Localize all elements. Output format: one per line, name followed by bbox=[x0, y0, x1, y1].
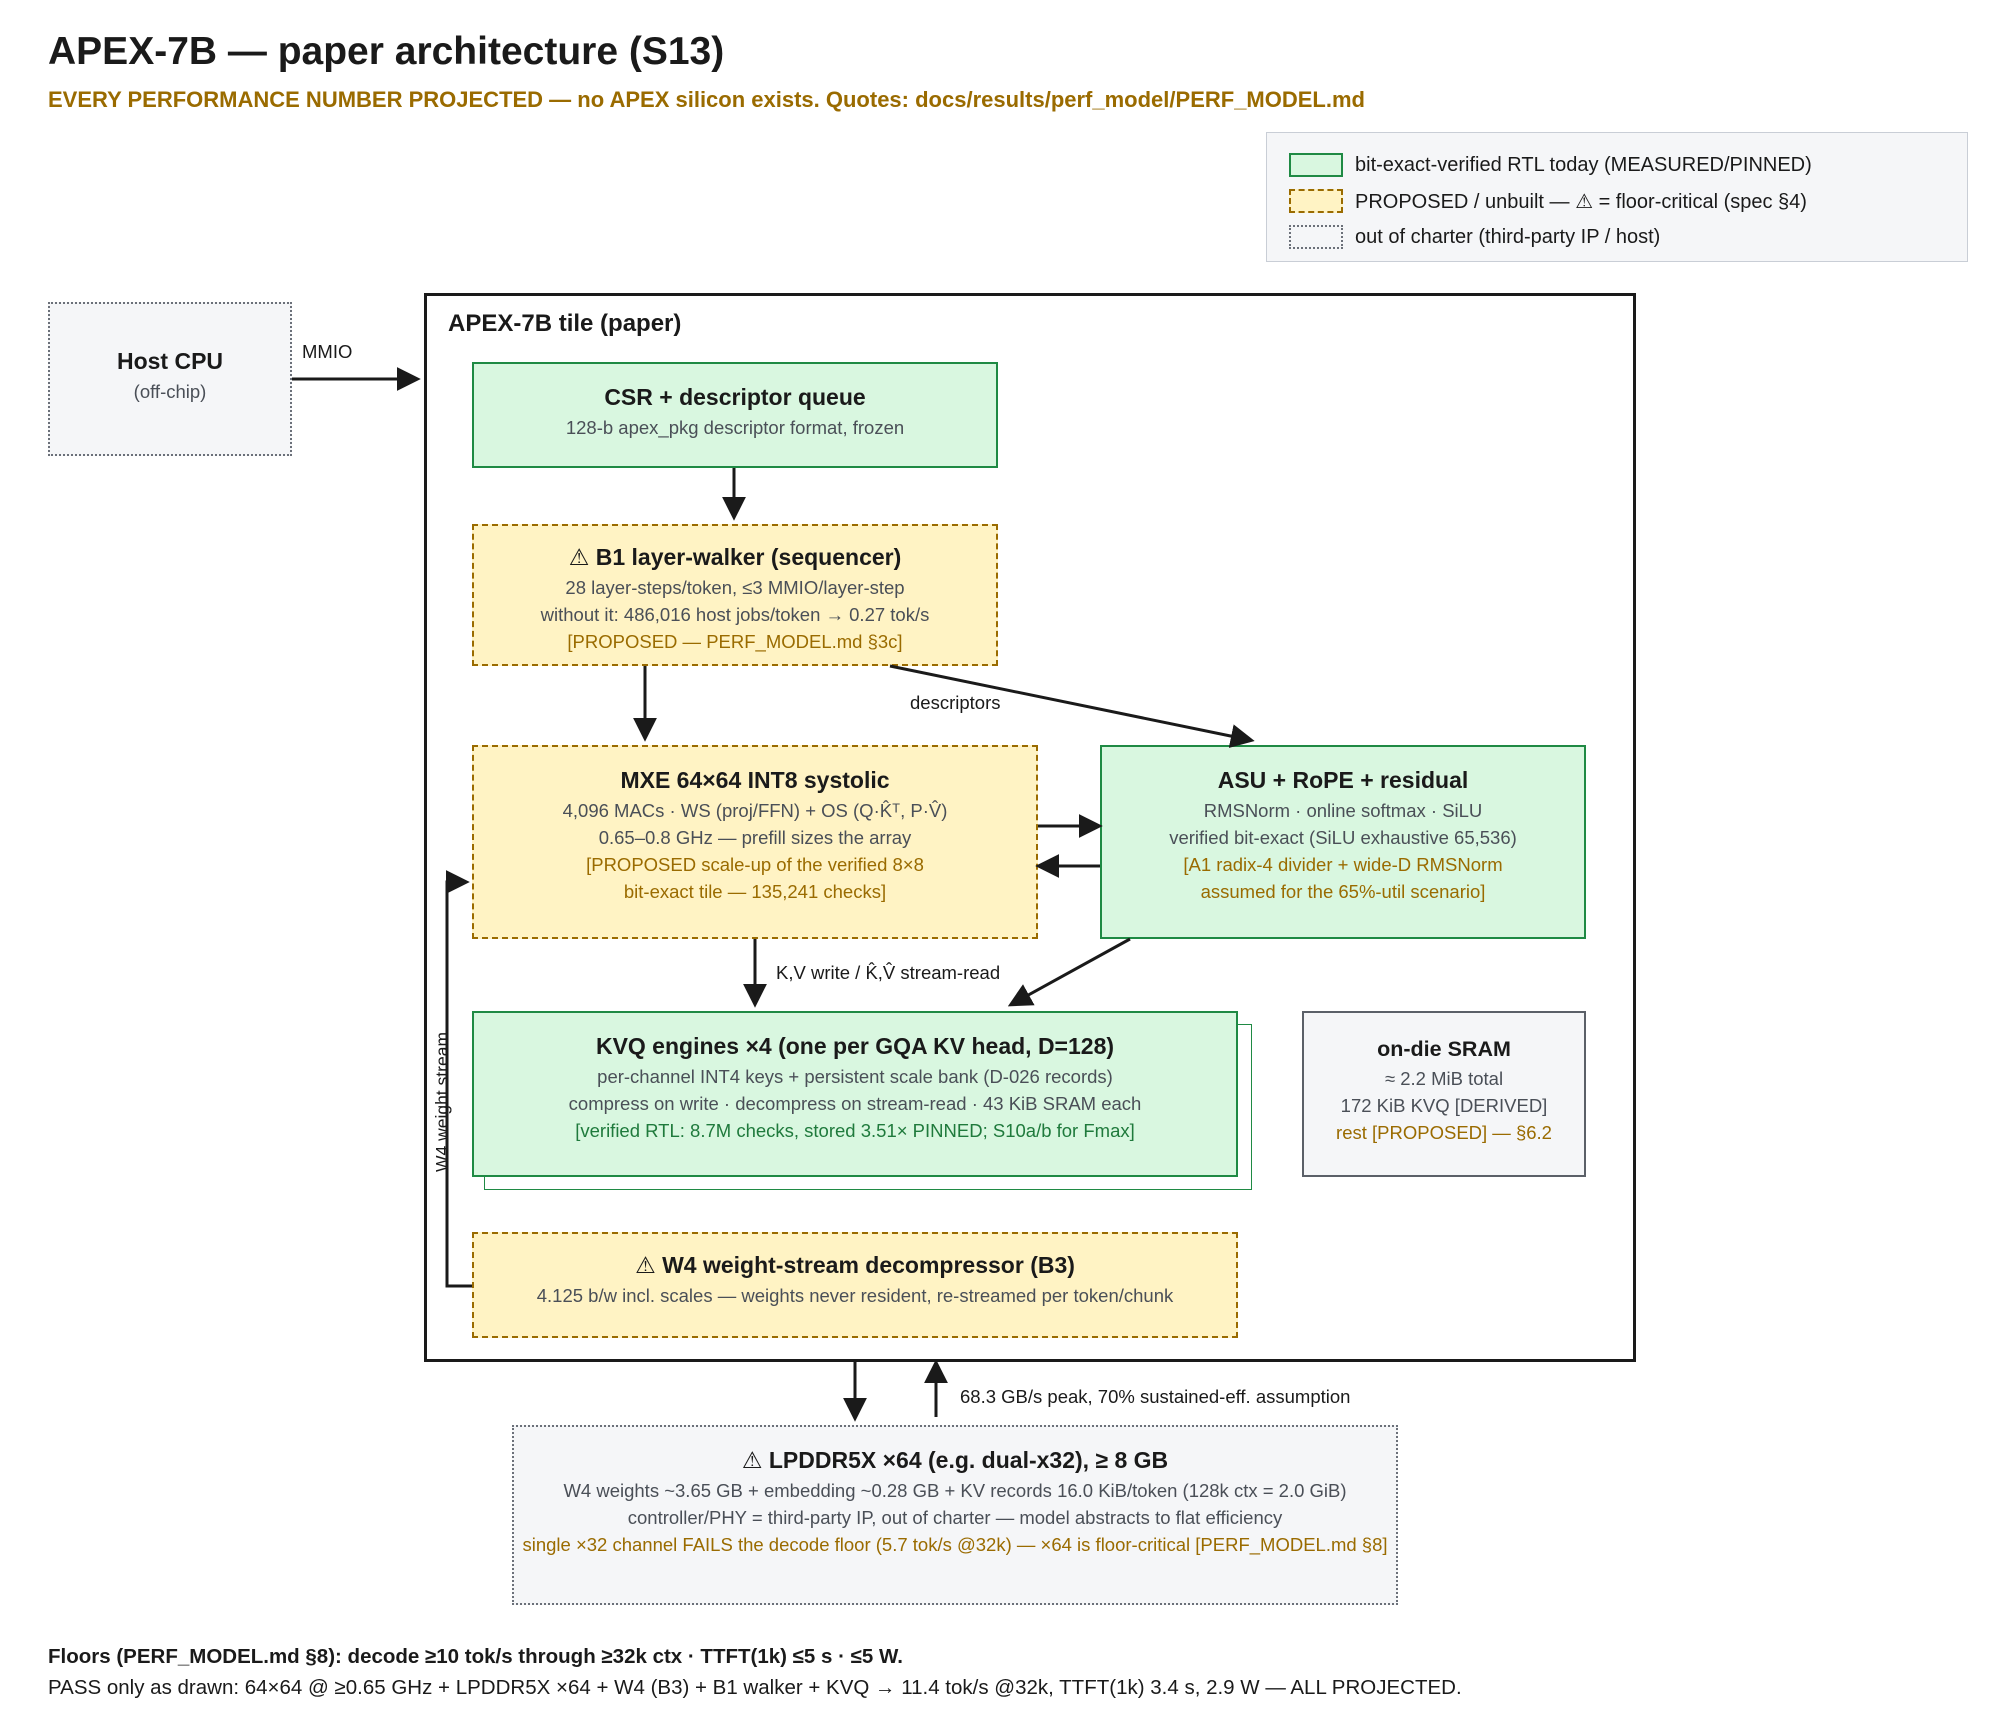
legend-swatch-grey bbox=[1289, 225, 1343, 249]
block-title: ⚠ B1 layer-walker (sequencer) bbox=[568, 544, 902, 570]
floors-heading: Floors (PERF_MODEL.md §8): decode ≥10 to… bbox=[48, 1645, 903, 1668]
block-title: on-die SRAM bbox=[1377, 1037, 1511, 1061]
b1-layer-walker-block: ⚠ B1 layer-walker (sequencer) 28 layer-s… bbox=[472, 524, 998, 666]
legend-label: out of charter (third-party IP / host) bbox=[1355, 225, 1661, 248]
host-cpu-subtitle: (off-chip) bbox=[133, 381, 207, 402]
edge-label-descriptors: descriptors bbox=[910, 692, 1001, 713]
block-note: rest [PROPOSED] — §6.2 bbox=[1336, 1122, 1552, 1143]
block-title: CSR + descriptor queue bbox=[604, 384, 866, 410]
block-line: 4,096 MACs · WS (proj/FFN) + OS (Q·K̂ᵀ, … bbox=[562, 800, 948, 821]
block-note: assumed for the 65%-util scenario] bbox=[1200, 881, 1486, 902]
block-line: without it: 486,016 host jobs/token → 0.… bbox=[540, 604, 930, 625]
lpddr5x-block: ⚠ LPDDR5X ×64 (e.g. dual-x32), ≥ 8 GB W4… bbox=[512, 1425, 1398, 1605]
legend-item-proposed: PROPOSED / unbuilt — ⚠ = floor-critical … bbox=[1289, 188, 1807, 214]
legend-item-verified: bit-exact-verified RTL today (MEASURED/P… bbox=[1289, 152, 1812, 178]
block-note: single ×32 channel FAILS the decode floo… bbox=[522, 1534, 1388, 1555]
block-line: 128-b apex_pkg descriptor format, frozen bbox=[565, 417, 905, 438]
host-cpu-block: Host CPU (off-chip) bbox=[48, 302, 292, 456]
tile-label: APEX-7B tile (paper) bbox=[448, 310, 682, 337]
block-line: 4.125 b/w incl. scales — weights never r… bbox=[536, 1285, 1174, 1306]
page-subtitle: EVERY PERFORMANCE NUMBER PROJECTED — no … bbox=[48, 87, 1365, 112]
edge-label-kv: K,V write / K̂,V̂ stream-read bbox=[776, 962, 1001, 983]
host-cpu-title: Host CPU bbox=[116, 348, 224, 374]
block-title: KVQ engines ×4 (one per GQA KV head, D=1… bbox=[595, 1033, 1115, 1059]
block-note: [A1 radix-4 divider + wide-D RMSNorm bbox=[1183, 854, 1503, 875]
legend-item-out-of-charter: out of charter (third-party IP / host) bbox=[1289, 224, 1660, 250]
block-note: [verified RTL: 8.7M checks, stored 3.51×… bbox=[575, 1120, 1135, 1141]
edge-label-w4-weight-stream: W4 weight stream bbox=[432, 1031, 452, 1173]
block-line: verified bit-exact (SiLU exhaustive 65,5… bbox=[1169, 827, 1517, 848]
kvq-engines-block: KVQ engines ×4 (one per GQA KV head, D=1… bbox=[472, 1011, 1238, 1177]
legend-swatch-yellow bbox=[1289, 189, 1343, 213]
block-line: 28 layer-steps/token, ≤3 MMIO/layer-step bbox=[565, 577, 905, 598]
page-title: APEX-7B — paper architecture (S13) bbox=[48, 30, 725, 73]
block-line: per-channel INT4 keys + persistent scale… bbox=[597, 1066, 1113, 1087]
asu-rope-residual-block: ASU + RoPE + residual RMSNorm · online s… bbox=[1100, 745, 1586, 939]
block-line: 172 KiB KVQ [DERIVED] bbox=[1340, 1095, 1548, 1116]
edge-label-dram-bw: 68.3 GB/s peak, 70% sustained-eff. assum… bbox=[960, 1386, 1351, 1407]
edge-label-mmio: MMIO bbox=[302, 341, 353, 362]
block-line: controller/PHY = third-party IP, out of … bbox=[627, 1507, 1283, 1528]
legend-swatch-green bbox=[1289, 153, 1343, 177]
block-title: ⚠ LPDDR5X ×64 (e.g. dual-x32), ≥ 8 GB bbox=[741, 1447, 1169, 1473]
block-note: [PROPOSED — PERF_MODEL.md §3c] bbox=[567, 631, 903, 652]
w4-decompressor-block: ⚠ W4 weight-stream decompressor (B3) 4.1… bbox=[472, 1232, 1238, 1338]
block-title: ASU + RoPE + residual bbox=[1217, 767, 1469, 793]
block-line: RMSNorm · online softmax · SiLU bbox=[1203, 800, 1483, 821]
block-note: [PROPOSED scale-up of the verified 8×8 bbox=[586, 854, 924, 875]
legend-label: PROPOSED / unbuilt — ⚠ = floor-critical … bbox=[1355, 190, 1807, 213]
block-title: MXE 64×64 INT8 systolic bbox=[620, 767, 890, 793]
block-title: ⚠ W4 weight-stream decompressor (B3) bbox=[635, 1252, 1075, 1278]
block-line: W4 weights ~3.65 GB + embedding ~0.28 GB… bbox=[563, 1480, 1347, 1501]
apex-tile-frame bbox=[424, 293, 1636, 1362]
block-line: 0.65–0.8 GHz — prefill sizes the array bbox=[598, 827, 912, 848]
on-die-sram-block: on-die SRAM ≈ 2.2 MiB total 172 KiB KVQ … bbox=[1302, 1011, 1586, 1177]
block-line: compress on write · decompress on stream… bbox=[568, 1093, 1142, 1114]
block-note: bit-exact tile — 135,241 checks] bbox=[623, 881, 887, 902]
block-line: ≈ 2.2 MiB total bbox=[1384, 1068, 1504, 1089]
floors-detail: PASS only as drawn: 64×64 @ ≥0.65 GHz + … bbox=[48, 1676, 1462, 1699]
legend: bit-exact-verified RTL today (MEASURED/P… bbox=[1266, 132, 1968, 262]
csr-descriptor-queue-block: CSR + descriptor queue 128-b apex_pkg de… bbox=[472, 362, 998, 468]
mxe-systolic-block: MXE 64×64 INT8 systolic 4,096 MACs · WS … bbox=[472, 745, 1038, 939]
legend-label: bit-exact-verified RTL today (MEASURED/P… bbox=[1355, 153, 1812, 176]
